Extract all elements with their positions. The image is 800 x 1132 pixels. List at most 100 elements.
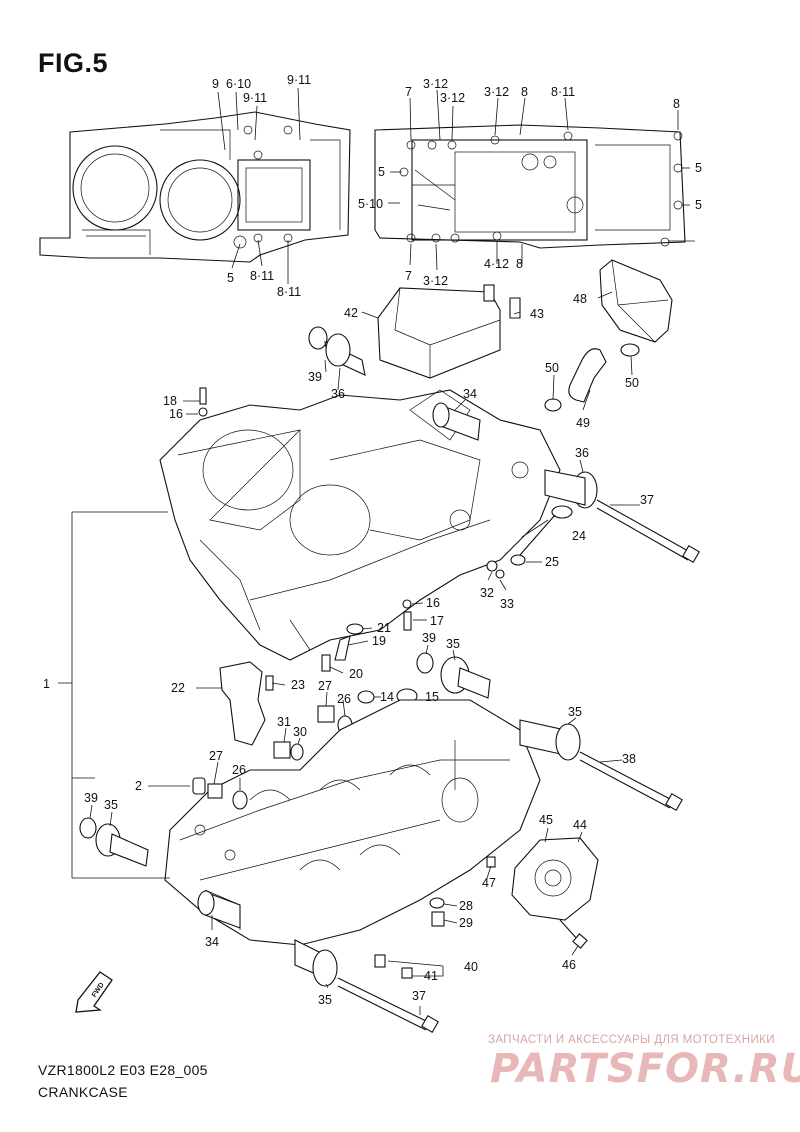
callout-label: 39 <box>308 370 322 384</box>
callout-label: 50 <box>545 361 559 375</box>
callout-label: 37 <box>640 493 654 507</box>
callout-label: 32 <box>480 586 494 600</box>
callout-label: 35 <box>446 637 460 651</box>
seal-35-middle <box>416 652 491 699</box>
callout-label: 15 <box>425 690 439 704</box>
callout-label: 35 <box>318 993 332 1007</box>
callout-label: 26 <box>337 692 351 706</box>
callout-labels: 9 6·10 9·11 9·11 5 8·11 8·11 7 3·12 3·12… <box>43 73 702 1007</box>
watermark-brand: PARTSFOR.RU <box>490 1046 800 1092</box>
callout-label: 9·11 <box>287 73 311 87</box>
lower-crankcase-body <box>164 699 541 946</box>
callout-label: 46 <box>562 958 576 972</box>
callout-label: 16 <box>426 596 440 610</box>
callout-label: 2 <box>135 779 142 793</box>
callout-label: 29 <box>459 916 473 930</box>
callout-label: 5 <box>227 271 234 285</box>
callout-label: 28 <box>459 899 473 913</box>
seal-35-left <box>79 817 149 867</box>
bolt-37-upper <box>544 469 700 563</box>
figure-title: FIG.5 <box>38 48 109 78</box>
callout-label: 18 <box>163 394 177 408</box>
callout-label: 24 <box>572 529 586 543</box>
bracket-22-23 <box>219 661 274 746</box>
watermark-tagline: ЗАПЧАСТИ И АКСЕССУАРЫ ДЛЯ МОТОТЕХНИКИ <box>488 1034 775 1046</box>
callout-label: 35 <box>104 798 118 812</box>
callout-label: 8 <box>521 85 528 99</box>
callout-label: 7 <box>405 85 412 99</box>
callout-label: 47 <box>482 876 496 890</box>
callout-label: 5 <box>378 165 385 179</box>
callout-label: 3·12 <box>440 91 465 105</box>
callout-label: 48 <box>573 292 587 306</box>
callout-label: 6·10 <box>226 77 251 91</box>
cover-42 <box>377 284 521 379</box>
callout-label: 40 <box>464 960 478 974</box>
callout-label: 16 <box>169 407 183 421</box>
callout-label: 26 <box>232 763 246 777</box>
model-code: VZR1800L2 E03 E28_005 <box>38 1062 208 1078</box>
callout-label: 34 <box>463 387 477 401</box>
upper-crankcase-body <box>159 389 561 661</box>
callout-label: 19 <box>372 634 386 648</box>
lower-bolts-34-35-37-40-41 <box>197 890 439 1033</box>
callout-label: 7 <box>405 269 412 283</box>
callout-label: 38 <box>622 752 636 766</box>
callout-label: 3·12 <box>423 274 448 288</box>
fwd-arrow-icon: FWD <box>75 971 113 1013</box>
callout-label: 30 <box>293 725 307 739</box>
callout-label: 50 <box>625 376 639 390</box>
callout-label: 3·12 <box>423 77 448 91</box>
callout-label: 33 <box>500 597 514 611</box>
callout-label: 44 <box>573 818 587 832</box>
diagram-caption: CRANKCASE <box>38 1084 128 1100</box>
callout-label: 9·11 <box>243 91 267 105</box>
callout-label: 8 <box>516 257 523 271</box>
dowels-2-27-26 <box>192 777 248 810</box>
callout-label: 5 <box>695 161 702 175</box>
callout-label: 35 <box>568 705 582 719</box>
callout-label: 31 <box>277 715 291 729</box>
callout-label: 37 <box>412 989 426 1003</box>
breather-48-49-50 <box>544 259 673 412</box>
callout-label: 5·10 <box>358 197 383 211</box>
callout-label: 8·11 <box>277 285 301 299</box>
callout-label: 8·11 <box>250 269 274 283</box>
callout-label: 41 <box>424 969 438 983</box>
callout-label: 43 <box>530 307 544 321</box>
callout-label: 8 <box>673 97 680 111</box>
callout-label: 39 <box>422 631 436 645</box>
callout-label: 4·12 <box>484 257 509 271</box>
callout-label: 3·12 <box>484 85 509 99</box>
callout-label: 36 <box>575 446 589 460</box>
upper-crankcase-top-view <box>39 111 351 263</box>
callout-label: 22 <box>171 681 185 695</box>
callout-label: 39 <box>84 791 98 805</box>
callout-label: 49 <box>576 416 590 430</box>
callout-label: 23 <box>291 678 305 692</box>
seal-36-upper <box>308 326 481 441</box>
leader-lines <box>89 87 695 1015</box>
callout-label: 45 <box>539 813 553 827</box>
callout-label: 17 <box>430 614 444 628</box>
pump-44-45-46 <box>511 837 599 949</box>
callout-label: 34 <box>205 935 219 949</box>
callout-label: 27 <box>209 749 223 763</box>
callout-label: 9 <box>212 77 219 91</box>
callout-label: 20 <box>349 667 363 681</box>
callout-label: 14 <box>380 690 394 704</box>
callout-label: 21 <box>377 621 391 635</box>
callout-label: 1 <box>43 677 50 691</box>
callout-label: 42 <box>344 306 358 320</box>
callout-label: 5 <box>695 198 702 212</box>
callout-label: 36 <box>331 387 345 401</box>
callout-label: 27 <box>318 679 332 693</box>
parts-47-28-29 <box>429 856 496 927</box>
callout-label: 25 <box>545 555 559 569</box>
lower-crankcase-bottom-view <box>374 124 686 249</box>
fittings-16-21 <box>198 387 412 672</box>
bolt-38 <box>519 719 683 811</box>
oil-level-parts-24-25 <box>486 505 573 579</box>
callout-label: 8·11 <box>551 85 575 99</box>
